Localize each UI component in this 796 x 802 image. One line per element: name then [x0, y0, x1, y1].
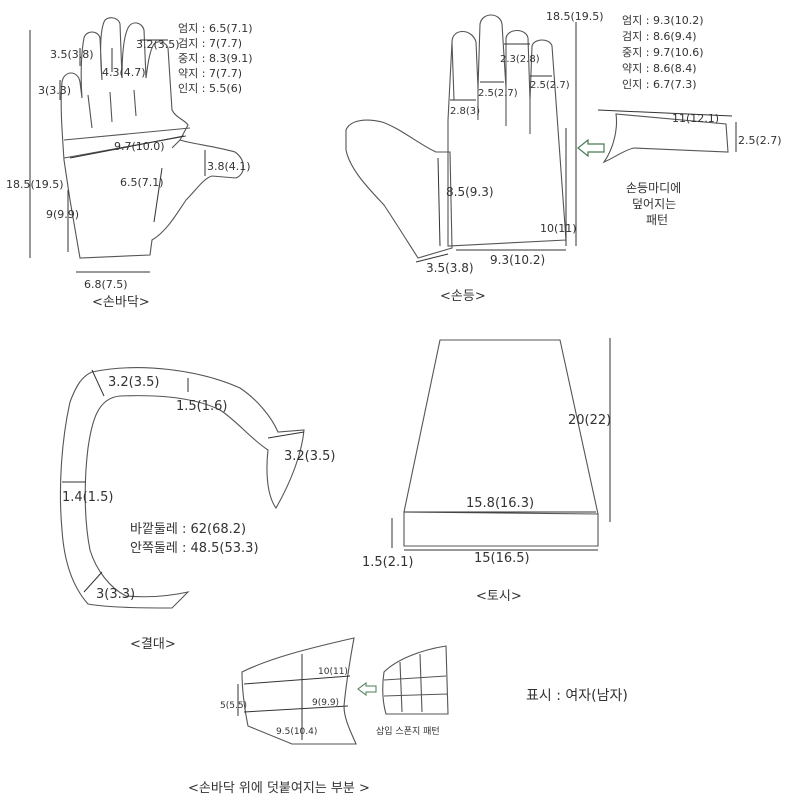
back-note-line: 패턴: [646, 213, 668, 227]
back-thumb-outline: [345, 119, 453, 259]
back-lower-height: 10(11): [540, 222, 577, 235]
palm-finger-length: 인지 : 5.5(6): [178, 82, 242, 95]
back-finger-length: 약지 : 8.6(8.4): [622, 61, 697, 75]
cuff-piece: 20(22) 15.8(16.3) 15(16.5) 1.5(2.1) <토시>: [362, 338, 611, 604]
cuff-edge: 1.5(2.1): [362, 555, 414, 570]
palm-total-height: 18.5(19.5): [6, 178, 64, 191]
overlay-middle: 9(9.9): [312, 698, 339, 708]
palm-thumb-width: 3.8(4.1): [207, 160, 251, 173]
palm-finger-lengths: 엄지 : 6.5(7.1) 검지 : 7(7.7) 중지 : 8.3(9.1) …: [178, 22, 253, 95]
palm-finger-length: 중지 : 8.3(9.1): [178, 52, 253, 65]
back-arrow-icon: [577, 138, 605, 158]
gusset-w4: 1.4(1.5): [62, 490, 114, 505]
palm-bottom-width: 6.8(7.5): [84, 278, 128, 291]
back-index-width: 2.3(2.8): [500, 54, 540, 65]
gusset-w3: 3.2(3.5): [284, 449, 336, 464]
back-pinky-width: 2.8(3): [450, 106, 480, 117]
back-total-height: 18.5(19.5): [546, 10, 604, 23]
palm-finger-lines: [63, 89, 191, 159]
back-piece: 18.5(19.5) 2.3(2.8) 2.5(2.7) 2.5(2.7) 2.…: [345, 10, 782, 304]
palm-lower-height: 9(9.9): [46, 208, 79, 221]
back-finger-length: 인지 : 6.7(7.3): [622, 78, 697, 91]
back-finger-lengths: 엄지 : 9.3(10.2) 검지 : 8.6(9.4) 중지 : 9.7(10…: [622, 14, 704, 91]
cuff-caption: <토시>: [476, 589, 522, 604]
palm-index-width: 3.2(3.5): [136, 38, 180, 51]
palm-middle-seg: 4.3(4.7): [102, 66, 146, 79]
back-knuckle-strip: [602, 113, 729, 164]
legend: 표시 : 여자(남자): [526, 688, 628, 704]
overlay-height: 5(5.5): [220, 701, 247, 711]
back-caption: <손등>: [440, 289, 486, 304]
back-right-width: 2.5(2.7): [530, 80, 570, 91]
sponge-pattern-outline: [382, 645, 449, 715]
sponge-label: 삽입 스폰지 패턴: [376, 725, 440, 737]
back-finger-length: 엄지 : 9.3(10.2): [622, 14, 704, 27]
back-bottom-width: 9.3(10.2): [490, 253, 545, 267]
palm-finger-length: 엄지 : 6.5(7.1): [178, 22, 253, 35]
gusset-w5: 3(3.3): [96, 587, 135, 602]
overlay-bottom: 9.5(10.4): [276, 727, 317, 737]
overlay-top: 10(11): [318, 667, 348, 677]
cuff-bottom-width: 15(16.5): [474, 551, 530, 566]
back-finger-lines: [451, 41, 531, 134]
back-strip-length: 11(12.1): [672, 112, 719, 125]
palm-piece: 3(3.3) 3.5(3.8) 4.3(4.7) 3.2(3.5) 9.7(10…: [6, 17, 253, 310]
back-thumb-width: 3.5(3.8): [426, 261, 474, 275]
overlay-piece: 10(11) 5(5.5) 9(9.9) 9.5(10.4) 삽입 스폰지 패턴…: [188, 637, 449, 796]
back-strip-width: 2.5(2.7): [738, 134, 782, 147]
palm-outline: [60, 17, 244, 259]
palm-pinky-width: 3(3.3): [38, 84, 71, 97]
cuff-outline: [403, 339, 599, 547]
palm-finger-length: 약지 : 7(7.7): [178, 66, 242, 80]
back-thumb-height: 8.5(9.3): [446, 185, 494, 199]
back-finger-length: 검지 : 8.6(9.4): [622, 30, 697, 43]
palm-finger-length: 검지 : 7(7.7): [178, 37, 242, 50]
back-mid-width: 2.5(2.7): [478, 88, 518, 99]
cuff-top-width: 15.8(16.3): [466, 496, 534, 511]
palm-ring-width: 3.5(3.8): [50, 48, 94, 61]
gusset-w2: 1.5(1.6): [176, 399, 228, 414]
palm-caption: <손바닥>: [92, 295, 150, 310]
back-note-line: 덮어지는: [632, 197, 676, 211]
back-finger-length: 중지 : 9.7(10.6): [622, 46, 704, 59]
gusset-w1: 3.2(3.5): [108, 375, 160, 390]
palm-width: 9.7(10.0): [114, 140, 165, 153]
gusset-outer-circumference: 바깥둘레 : 62(68.2): [130, 522, 246, 537]
cuff-height: 20(22): [568, 413, 611, 428]
palm-thumb-height: 6.5(7.1): [120, 176, 164, 189]
gusset-piece: 3.2(3.5) 1.5(1.6) 3.2(3.5) 1.4(1.5) 3(3.…: [59, 367, 336, 652]
gusset-inner-circumference: 안쪽둘레 : 48.5(53.3): [130, 541, 259, 556]
back-note-line: 손등마디에: [626, 181, 681, 195]
overlay-caption: <손바닥 위에 덧붙여지는 부분 >: [188, 781, 370, 796]
overlay-arrow-icon: [357, 682, 377, 696]
gusset-caption: <결대>: [130, 637, 176, 652]
back-hand-outline: [447, 14, 567, 247]
